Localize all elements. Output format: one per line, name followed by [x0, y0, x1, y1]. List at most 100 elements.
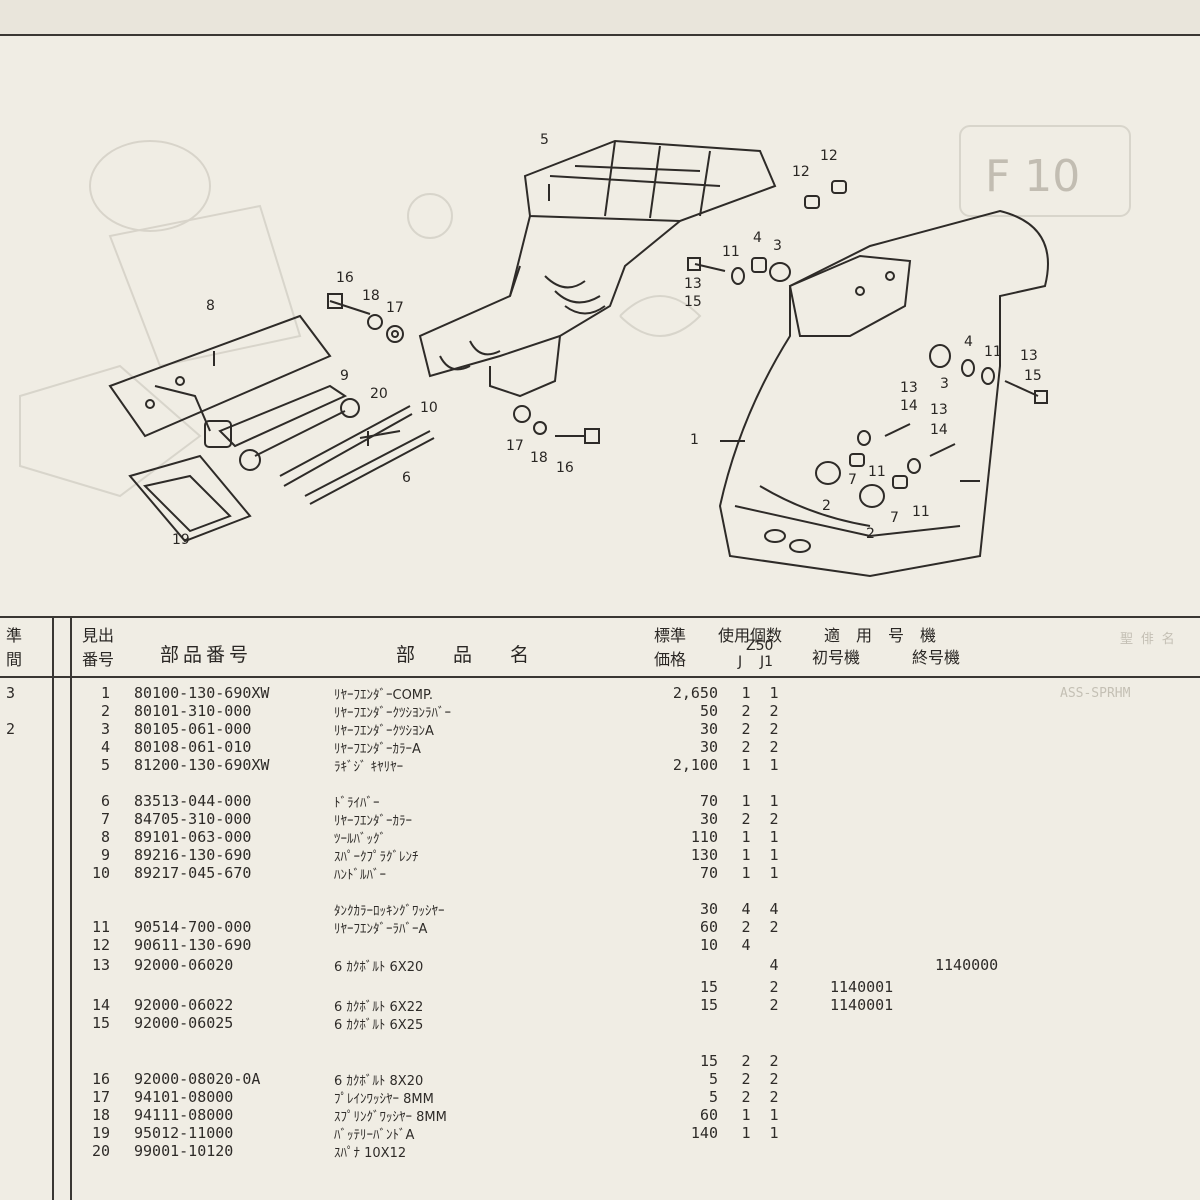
cell-j: 1 — [741, 1124, 751, 1142]
cell-price: 2,100 — [672, 756, 718, 774]
callout-9: 9 — [340, 368, 349, 384]
cell-part: 80105-061-000 — [134, 720, 252, 738]
callout-3: 3 — [773, 238, 782, 254]
hdr-part-name: 部 品 名 — [396, 644, 530, 666]
cell-first: 1140001 — [830, 978, 894, 996]
cell-price: 50 — [699, 702, 718, 720]
hdr-j1: J1 — [760, 654, 774, 670]
cell-j1: 1 — [769, 756, 779, 774]
tool-bag — [108, 314, 332, 438]
cell-j: 1 — [741, 864, 751, 882]
page-top-strip — [0, 0, 1200, 36]
hdr-model: Z50 — [746, 638, 774, 654]
cell-price: 70 — [699, 792, 718, 810]
cell-part: 89101-063-000 — [134, 828, 252, 846]
cell-j: 2 — [741, 1088, 751, 1106]
callout-7: 7 — [890, 510, 899, 526]
cell-part: 90611-130-690 — [134, 936, 252, 954]
cell-name: ﾌﾟﾚｲﾝﾜｯｼﾔｰ 8MM — [334, 1092, 434, 1107]
cell-part: 92000-08020-0A — [134, 1070, 261, 1088]
cell-price: 10 — [699, 936, 718, 954]
cell-j: 1 — [741, 684, 751, 702]
callout-20: 20 — [370, 386, 388, 402]
cell-name: ﾗｷﾞｼﾞ ｷﾔﾘﾔｰ — [334, 760, 404, 775]
cell-name: ﾘﾔｰﾌｴﾝﾀﾞｰｶﾗｰ — [334, 814, 412, 829]
cell-j1: 1 — [769, 792, 779, 810]
hdr-part-number: 部品番号 — [160, 644, 253, 666]
cell-no: 18 — [91, 1106, 110, 1124]
cell-part: 90514-700-000 — [134, 918, 252, 936]
callout-16: 16 — [556, 460, 574, 476]
cell-part: 94101-08000 — [134, 1088, 234, 1106]
callout-2: 2 — [866, 526, 875, 542]
cell-j: 2 — [741, 1052, 751, 1070]
cell-j1: 2 — [769, 978, 779, 996]
cell-price: 15 — [699, 996, 718, 1014]
cell-part: 80101-310-000 — [134, 702, 252, 720]
cell-price: 110 — [690, 828, 718, 846]
cell-last: 1140000 — [935, 956, 999, 974]
callout-18: 18 — [362, 288, 380, 304]
callout-19: 19 — [172, 532, 190, 548]
callout-1: 1 — [690, 432, 699, 448]
cell-prev: 2 — [6, 720, 16, 738]
hdr-price: 標準 価格 — [654, 626, 687, 669]
cell-name: ﾊﾞｯﾃﾘｰﾊﾞﾝﾄﾞA — [334, 1128, 415, 1143]
cell-no: 11 — [91, 918, 110, 936]
cell-name: ﾘﾔｰﾌｴﾝﾀﾞｰｶﾗｰA — [334, 742, 421, 757]
cell-name: ﾘﾔｰﾌｴﾝﾀﾞｰｸﾂｼﾖﾝA — [334, 724, 434, 739]
cell-j: 1 — [741, 756, 751, 774]
cell-no: 10 — [91, 864, 110, 882]
cell-price: 5 — [708, 1088, 718, 1106]
hdr-qty: 使用個数 — [718, 626, 783, 645]
cell-price: 30 — [699, 738, 718, 756]
cell-name: ﾀﾝｸｶﾗｰﾛｯｷﾝｸﾞﾜｯｼﾔｰ — [334, 904, 445, 919]
callout-15: 15 — [1024, 368, 1042, 384]
callout-17: 17 — [386, 300, 404, 316]
cell-j: 1 — [741, 828, 751, 846]
cell-part: 95012-11000 — [134, 1124, 234, 1142]
cell-part: 89217-045-670 — [134, 864, 252, 882]
callout-11: 11 — [912, 504, 930, 520]
cell-no: 19 — [91, 1124, 110, 1142]
table-header-rule — [0, 676, 1200, 678]
cell-j1: 1 — [769, 1106, 779, 1124]
callout-4: 4 — [753, 230, 762, 246]
cell-j1: 1 — [769, 1124, 779, 1142]
cell-j1: 2 — [769, 1052, 779, 1070]
cell-price: 140 — [690, 1124, 718, 1142]
cell-j: 4 — [741, 936, 751, 954]
table-top-rule — [0, 616, 1200, 618]
cell-no: 13 — [91, 956, 110, 974]
callout-11: 11 — [868, 464, 886, 480]
cell-prev: 3 — [6, 684, 16, 702]
cell-part: 92000-06020 — [134, 956, 234, 974]
bleed-through-text: ASS-SPRHM — [1060, 686, 1131, 701]
cell-name: ｽﾌﾟﾘﾝｸﾞﾜｯｼﾔｰ 8MM — [334, 1110, 447, 1125]
cell-j1: 2 — [769, 1070, 779, 1088]
callout-12: 12 — [820, 148, 838, 164]
hdr-last-no: 終号機 — [912, 648, 961, 667]
callout-3: 3 — [940, 376, 949, 392]
cell-j: 1 — [741, 792, 751, 810]
cell-no: 8 — [100, 828, 110, 846]
cell-part: 83513-044-000 — [134, 792, 252, 810]
cell-part: 89216-130-690 — [134, 846, 252, 864]
cell-no: 2 — [100, 702, 110, 720]
hdr-j: J — [738, 654, 743, 670]
cell-part: 94111-08000 — [134, 1106, 234, 1124]
cell-part: 92000-06022 — [134, 996, 234, 1014]
